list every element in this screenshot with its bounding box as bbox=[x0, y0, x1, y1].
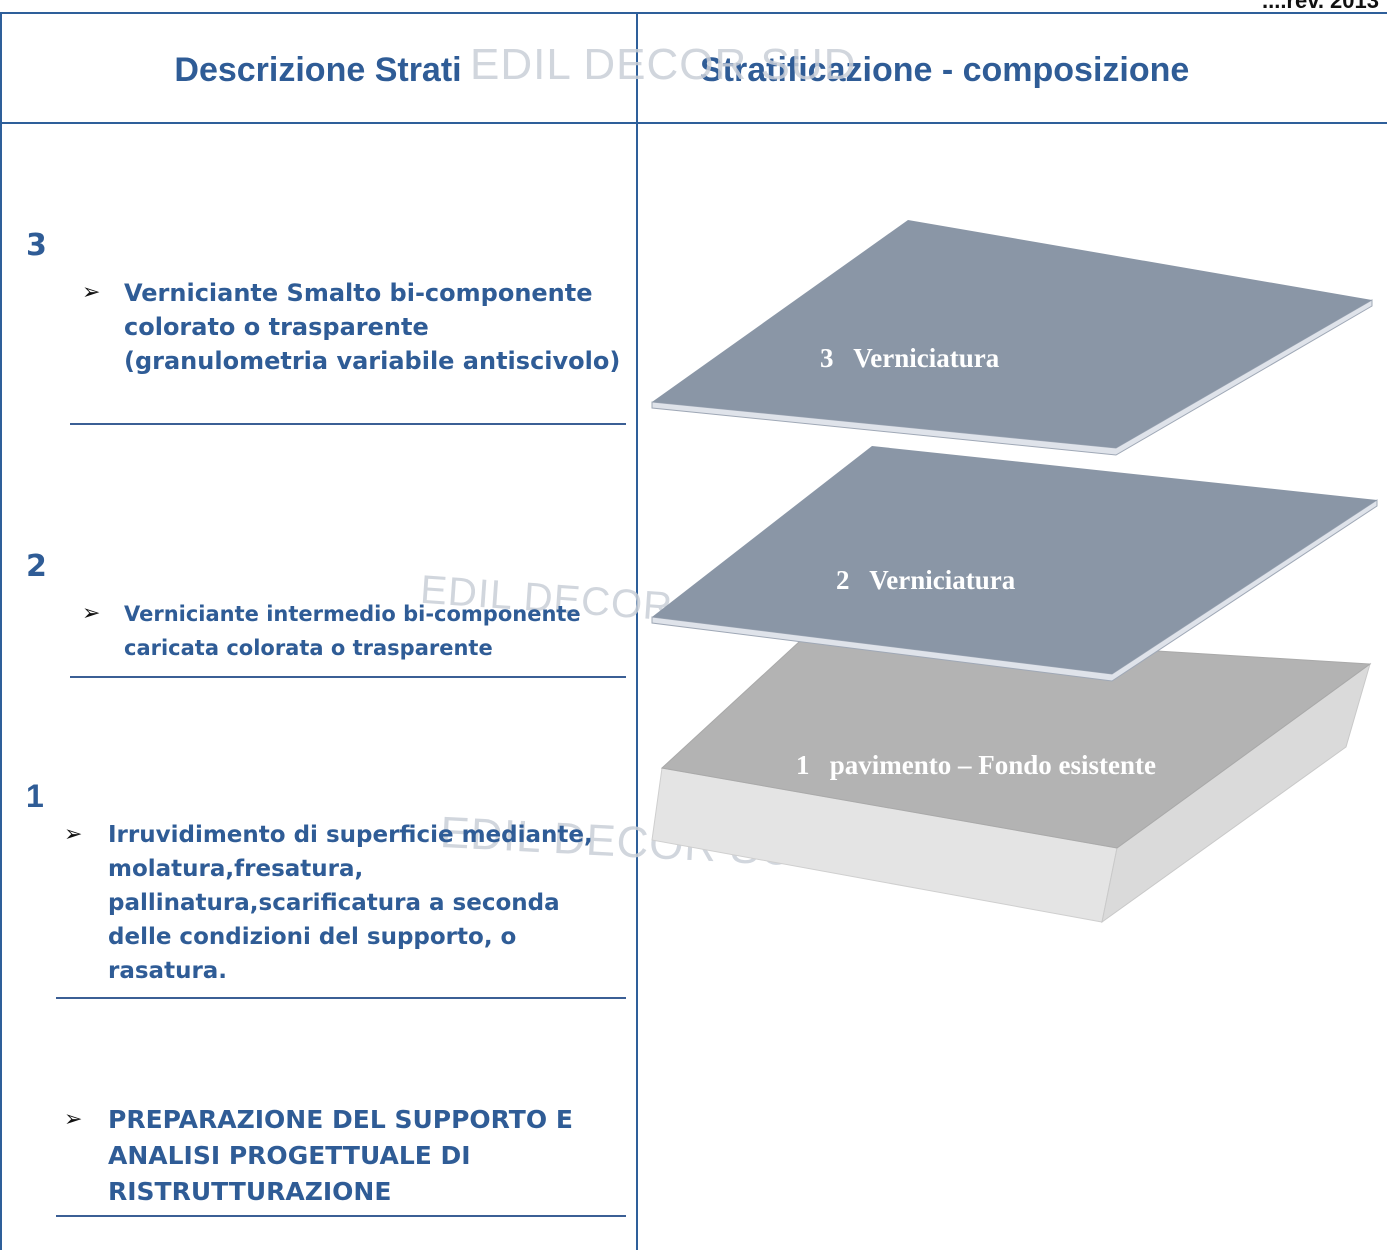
header-descrizione-strati: Descrizione Strati bbox=[174, 51, 462, 89]
floor-slab bbox=[651, 629, 1372, 924]
divider-layer-2 bbox=[70, 676, 626, 678]
watermark-header: EDIL DECOR SUD bbox=[470, 40, 857, 89]
coating-plate-3-top bbox=[652, 220, 1372, 448]
frame-column-divider bbox=[636, 12, 638, 1250]
diagram-label-layer-3: 3 Verniciatura bbox=[820, 343, 1000, 373]
stratification-diagram bbox=[651, 220, 1378, 924]
frame-left-border bbox=[0, 12, 2, 1250]
bullet-arrow-icon: ➢ bbox=[64, 822, 83, 847]
frame-top-border bbox=[0, 12, 1387, 14]
divider-preparation bbox=[56, 1215, 626, 1217]
divider-layer-1 bbox=[56, 997, 626, 999]
coating-plate-2 bbox=[651, 446, 1378, 682]
bullet-arrow-icon: ➢ bbox=[82, 280, 101, 305]
diagram-label-layer-2: 2 Verniciatura bbox=[836, 565, 1016, 595]
layer-1-description: ➢ Irruvidimento di superficie mediante, … bbox=[64, 818, 624, 988]
layer-3-text: Verniciante Smalto bi-componente colorat… bbox=[124, 279, 621, 375]
diagram-label-layer-1: 1 pavimento – Fondo esistente bbox=[796, 750, 1156, 780]
header-stratificazione: Stratificazione - composizione bbox=[700, 51, 1190, 89]
coating-plate-2-top bbox=[652, 446, 1377, 674]
layer-number-1: 1 bbox=[26, 778, 44, 814]
layer-number-3: 3 bbox=[26, 228, 47, 263]
frame-header-divider bbox=[0, 122, 1387, 124]
layer-1-text: Irruvidimento di superficie mediante, mo… bbox=[108, 822, 593, 984]
preparation-text: PREPARAZIONE DEL SUPPORTO E ANALISI PROG… bbox=[108, 1105, 573, 1206]
floor-slab-top-face bbox=[660, 629, 1372, 849]
bullet-arrow-icon: ➢ bbox=[82, 601, 101, 626]
coating-plate-3 bbox=[651, 220, 1373, 456]
layer-number-2: 2 bbox=[26, 549, 47, 584]
preparation-description: ➢ PREPARAZIONE DEL SUPPORTO E ANALISI PR… bbox=[64, 1102, 634, 1210]
layer-2-description: ➢ Verniciante intermedio bi-componente c… bbox=[82, 597, 628, 665]
revision-label: ....rev. 2013 bbox=[1261, 0, 1379, 13]
divider-layer-3 bbox=[70, 423, 626, 425]
bullet-arrow-icon: ➢ bbox=[64, 1107, 83, 1132]
layer-3-description: ➢ Verniciante Smalto bi-componente color… bbox=[82, 276, 622, 378]
layer-2-text: Verniciante intermedio bi-componente car… bbox=[124, 602, 581, 660]
